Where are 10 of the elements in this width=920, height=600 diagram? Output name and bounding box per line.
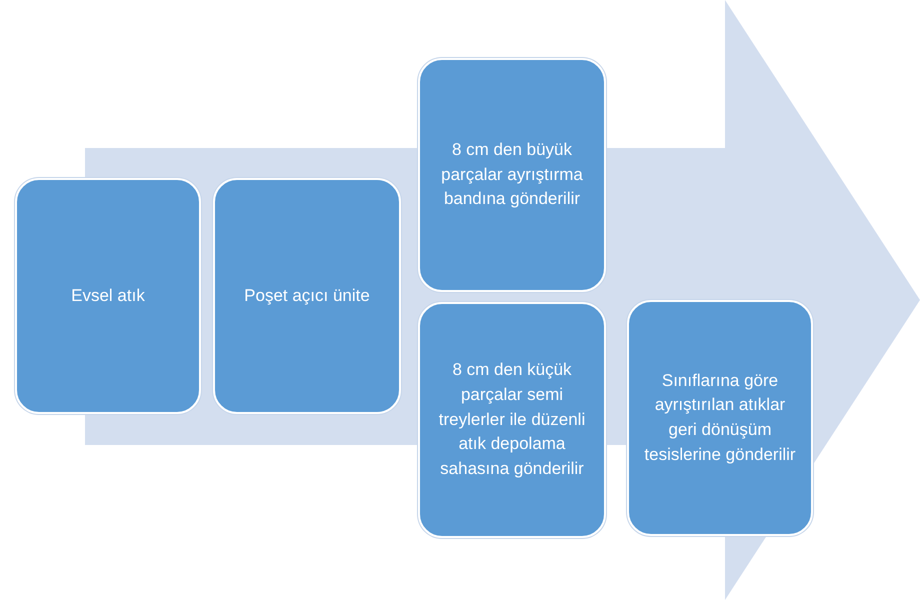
process-box bbox=[15, 178, 201, 414]
process-box bbox=[627, 300, 813, 536]
box-text: Evsel atık bbox=[71, 284, 145, 307]
process-box bbox=[418, 302, 606, 538]
box-text: 8 cm den büyük parçalar ayrıştırma bandına gönderilir bbox=[440, 139, 584, 210]
box-text: Sınıflarına göre ayrıştırılan atıklar geri dönüşüm tesislerine gönderilir bbox=[643, 370, 797, 466]
box-text: Poşet açıcı ünite bbox=[244, 284, 370, 307]
process-box bbox=[213, 178, 401, 414]
box-text: 8 cm den küçük parçalar semi treylerler ile düzenli atık depolama sahasına gönderilir bbox=[438, 359, 586, 480]
process-box bbox=[418, 58, 606, 292]
